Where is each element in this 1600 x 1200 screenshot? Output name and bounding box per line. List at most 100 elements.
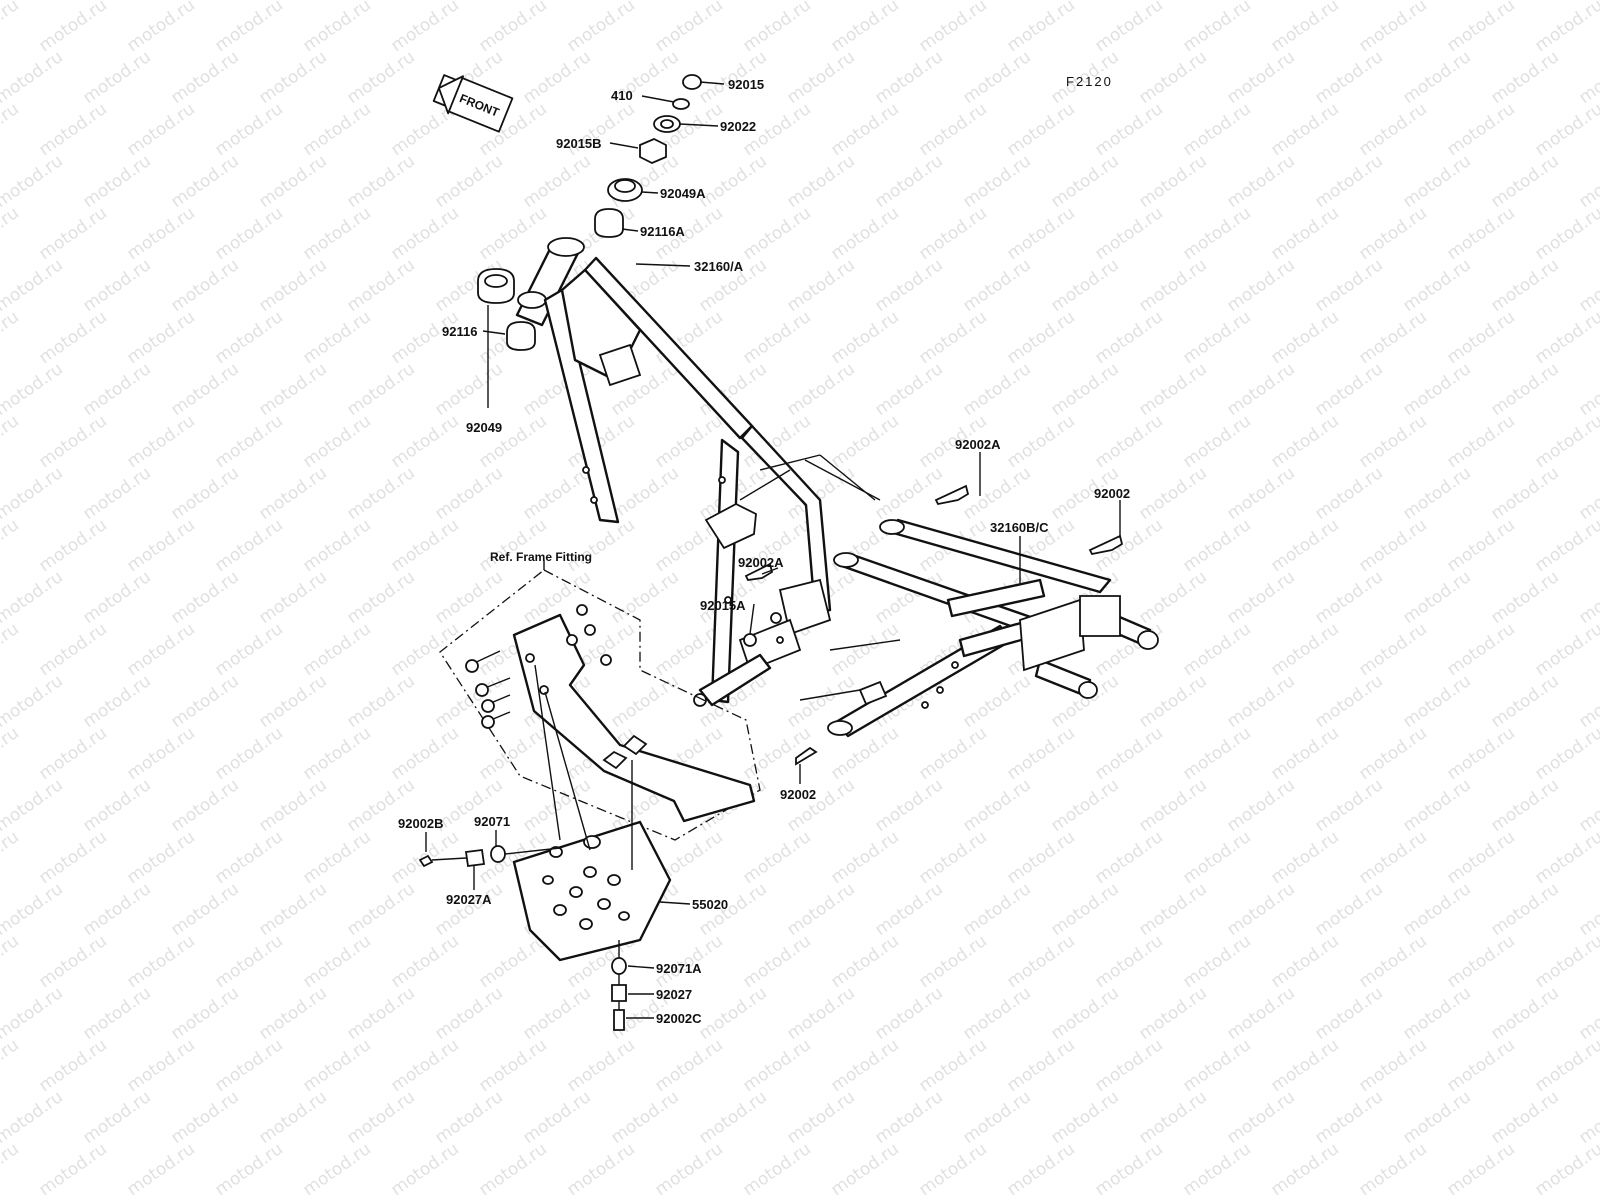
watermark-text: motod.ru bbox=[1399, 463, 1474, 524]
watermark-text: motod.ru bbox=[1267, 619, 1342, 680]
watermark-text: motod.ru bbox=[871, 775, 946, 836]
collar-92027A bbox=[464, 848, 486, 868]
watermark-text: motod.ru bbox=[0, 723, 23, 784]
watermark-text: motod.ru bbox=[299, 1035, 374, 1096]
watermark-text: motod.ru bbox=[1575, 775, 1600, 836]
watermark-text: motod.ru bbox=[1355, 411, 1430, 472]
watermark-text: motod.ru bbox=[1399, 567, 1474, 628]
watermark-text: motod.ru bbox=[475, 515, 550, 576]
watermark-text: motod.ru bbox=[35, 0, 110, 56]
watermark-text: motod.ru bbox=[959, 463, 1034, 524]
watermark-text: motod.ru bbox=[1311, 255, 1386, 316]
watermark-text: motod.ru bbox=[167, 463, 242, 524]
watermark-text: motod.ru bbox=[827, 99, 902, 160]
label-92071: 92071 bbox=[474, 814, 510, 829]
watermark-text: motod.ru bbox=[1223, 1087, 1298, 1148]
watermark-text: motod.ru bbox=[651, 1139, 726, 1200]
watermark-text: motod.ru bbox=[1179, 307, 1254, 368]
watermark-text: motod.ru bbox=[1311, 775, 1386, 836]
watermark-text: motod.ru bbox=[1487, 359, 1562, 420]
watermark-text: motod.ru bbox=[1399, 671, 1474, 732]
skid-plate-hardware bbox=[418, 664, 633, 1031]
watermark-text: motod.ru bbox=[827, 411, 902, 472]
watermark-text: motod.ru bbox=[35, 619, 110, 680]
watermark-text: motod.ru bbox=[431, 983, 506, 1044]
watermark-text: motod.ru bbox=[387, 931, 462, 992]
watermark-text: motod.ru bbox=[695, 151, 770, 212]
watermark-text: motod.ru bbox=[343, 1087, 418, 1148]
label-92116: 92116 bbox=[442, 324, 477, 339]
watermark-text: motod.ru bbox=[1531, 515, 1600, 576]
watermark-text: motod.ru bbox=[0, 0, 23, 56]
watermark-text: motod.ru bbox=[783, 359, 858, 420]
watermark-text: motod.ru bbox=[123, 99, 198, 160]
watermark-text: motod.ru bbox=[959, 879, 1034, 940]
watermark-text: motod.ru bbox=[167, 671, 242, 732]
watermark-text: motod.ru bbox=[1135, 463, 1210, 524]
watermark-text: motod.ru bbox=[783, 983, 858, 1044]
watermark-text: motod.ru bbox=[519, 1087, 594, 1148]
nut-92015B bbox=[639, 138, 667, 164]
watermark-text: motod.ru bbox=[1355, 827, 1430, 888]
watermark-text: motod.ru bbox=[739, 931, 814, 992]
watermark-text: motod.ru bbox=[211, 203, 286, 264]
watermark-text: motod.ru bbox=[827, 0, 902, 56]
watermark-text: motod.ru bbox=[1091, 0, 1166, 56]
watermark-text: motod.ru bbox=[563, 1139, 638, 1200]
watermark-text: motod.ru bbox=[1311, 671, 1386, 732]
watermark-text: motod.ru bbox=[1267, 99, 1342, 160]
watermark-text: motod.ru bbox=[1179, 203, 1254, 264]
watermark-text: motod.ru bbox=[871, 255, 946, 316]
watermark-text: motod.ru bbox=[1399, 879, 1474, 940]
watermark-text: motod.ru bbox=[387, 723, 462, 784]
watermark-text: motod.ru bbox=[299, 0, 374, 56]
watermark-text: motod.ru bbox=[0, 411, 23, 472]
watermark-text: motod.ru bbox=[1443, 0, 1518, 56]
watermark-text: motod.ru bbox=[783, 1087, 858, 1148]
watermark-text: motod.ru bbox=[1531, 723, 1600, 784]
watermark-text: motod.ru bbox=[827, 827, 902, 888]
watermark-text: motod.ru bbox=[123, 0, 198, 56]
watermark-text: motod.ru bbox=[1531, 619, 1600, 680]
watermark-text: motod.ru bbox=[1443, 307, 1518, 368]
watermark-text: motod.ru bbox=[1311, 463, 1386, 524]
watermark-text: motod.ru bbox=[607, 671, 682, 732]
watermark-text: motod.ru bbox=[0, 1035, 23, 1096]
watermark-text: motod.ru bbox=[783, 47, 858, 108]
watermark-text: motod.ru bbox=[475, 1035, 550, 1096]
watermark-text: motod.ru bbox=[343, 47, 418, 108]
watermark-text: motod.ru bbox=[1047, 359, 1122, 420]
watermark-text: motod.ru bbox=[211, 619, 286, 680]
watermark-text: motod.ru bbox=[299, 723, 374, 784]
watermark-text: motod.ru bbox=[255, 567, 330, 628]
watermark-text: motod.ru bbox=[255, 463, 330, 524]
watermark-text: motod.ru bbox=[1355, 99, 1430, 160]
watermark-text: motod.ru bbox=[1223, 671, 1298, 732]
watermark-text: motod.ru bbox=[827, 1139, 902, 1200]
watermark-text: motod.ru bbox=[1179, 931, 1254, 992]
watermark-text: motod.ru bbox=[1575, 255, 1600, 316]
watermark-text: motod.ru bbox=[1399, 255, 1474, 316]
watermark-text: motod.ru bbox=[1047, 983, 1122, 1044]
front-arrow-icon: FRONT bbox=[432, 74, 514, 133]
label-92116A: 92116A bbox=[640, 224, 685, 239]
watermark-text: motod.ru bbox=[607, 463, 682, 524]
watermark-text: motod.ru bbox=[0, 203, 23, 264]
watermark-text: motod.ru bbox=[1311, 151, 1386, 212]
watermark-text: motod.ru bbox=[1355, 723, 1430, 784]
watermark-text: motod.ru bbox=[1003, 0, 1078, 56]
watermark-text: motod.ru bbox=[871, 983, 946, 1044]
watermark-text: motod.ru bbox=[1443, 203, 1518, 264]
part-labels: 92015 410 92022 92015B 92049A 92116A 921… bbox=[398, 77, 1130, 1026]
watermark-text: motod.ru bbox=[959, 255, 1034, 316]
watermark-text: motod.ru bbox=[167, 567, 242, 628]
label-410: 410 bbox=[611, 88, 633, 103]
watermark-text: motod.ru bbox=[431, 463, 506, 524]
bolt-92002-bottom bbox=[795, 746, 818, 766]
watermark-text: motod.ru bbox=[783, 255, 858, 316]
watermark-text: motod.ru bbox=[1531, 1139, 1600, 1200]
watermark-text: motod.ru bbox=[1487, 255, 1562, 316]
watermark-text: motod.ru bbox=[475, 1139, 550, 1200]
watermark-text: motod.ru bbox=[1531, 931, 1600, 992]
